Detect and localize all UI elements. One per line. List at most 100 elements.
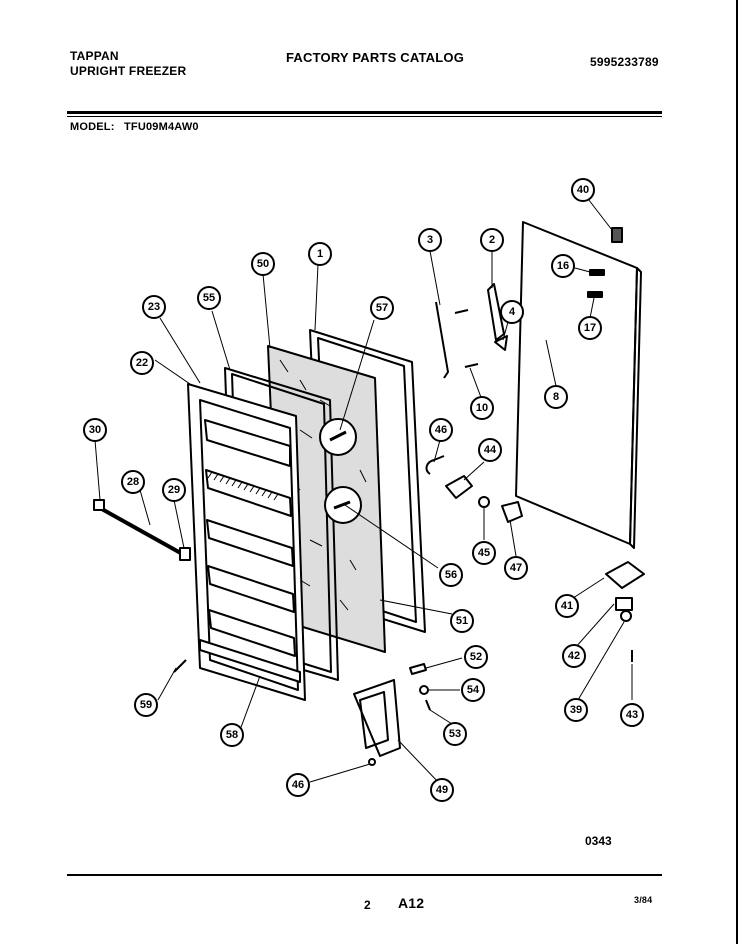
callout-46: 46 (429, 418, 453, 442)
callout-3: 3 (418, 228, 442, 252)
handle-bracket-4 (494, 335, 508, 351)
callout-label: 52 (470, 651, 482, 663)
callout-54: 54 (461, 678, 485, 702)
header-rule (67, 111, 662, 114)
bottom-trim (199, 639, 301, 683)
callout-label: 50 (257, 258, 269, 270)
callout-51: 51 (450, 609, 474, 633)
callout-label: 29 (168, 484, 180, 496)
callout-40: 40 (571, 178, 595, 202)
callout-label: 30 (89, 424, 101, 436)
callout-59: 59 (134, 693, 158, 717)
inner-door-liner (187, 383, 306, 701)
part-54 (419, 685, 429, 695)
header-rule-thin (67, 116, 662, 117)
page-number: 2 (364, 898, 371, 912)
door-shelves (204, 419, 296, 657)
drawing-code: 0343 (585, 834, 612, 848)
screw-59 (173, 659, 187, 673)
callout-17: 17 (578, 316, 602, 340)
shelf-bar-28 (99, 506, 187, 558)
screw-53 (425, 699, 431, 711)
callout-50: 50 (251, 252, 275, 276)
door-label-17 (587, 291, 603, 298)
callout-label: 46 (435, 424, 447, 436)
callout-2: 2 (480, 228, 504, 252)
callout-label: 8 (553, 391, 559, 403)
callout-53: 53 (443, 722, 467, 746)
callout-23: 23 (142, 295, 166, 319)
callout-label: 54 (467, 684, 480, 696)
leader-lines (94, 194, 633, 785)
callout-30: 30 (83, 418, 107, 442)
callout-56: 56 (439, 563, 463, 587)
callout-1: 1 (308, 242, 332, 266)
section-code: A12 (398, 895, 425, 911)
hinge-42 (615, 597, 633, 611)
callout-label: 39 (570, 704, 582, 716)
revision-date: 3/84 (634, 895, 653, 905)
callout-label: 10 (476, 402, 488, 414)
catalog-number: 5995233789 (590, 55, 659, 69)
callout-58: 58 (220, 723, 244, 747)
callout-8: 8 (544, 385, 568, 409)
callout-label: 41 (561, 600, 573, 612)
callout-44: 44 (478, 438, 502, 462)
callout-label: 28 (127, 476, 139, 488)
callout-28: 28 (121, 470, 145, 494)
callout-label: 40 (577, 184, 589, 196)
screw-46-lower (368, 758, 376, 766)
callout-46: 46 (286, 773, 310, 797)
callout-22: 22 (130, 351, 154, 375)
callout-label: 58 (226, 729, 238, 741)
shelf-clip-29 (179, 547, 191, 561)
callout-label: 47 (510, 562, 522, 574)
brand-name: TAPPAN (70, 49, 119, 63)
callout-57: 57 (370, 296, 394, 320)
page-frame-edge (736, 0, 738, 944)
callout-16: 16 (551, 254, 575, 278)
lock-body-44 (445, 475, 473, 499)
callout-label: 44 (484, 444, 497, 456)
callout-label: 23 (148, 301, 160, 313)
callout-bubbles: 40 16 17 3 2 4 8 10 1 50 57 55 23 22 30 28 29 46 44 45 47 56 5… (83, 178, 644, 802)
hinge-pin-top (611, 227, 623, 243)
callout-42: 42 (562, 644, 586, 668)
shelf-grille (207, 471, 279, 501)
callout-label: 17 (584, 322, 596, 334)
callout-label: 51 (456, 615, 468, 627)
callout-52: 52 (464, 645, 488, 669)
callout-label: 45 (478, 547, 490, 559)
lock-washer-45 (478, 496, 490, 508)
catalog-title: FACTORY PARTS CATALOG (286, 50, 465, 65)
door-label-16 (589, 269, 605, 276)
callout-label: 49 (436, 784, 448, 796)
callout-label: 3 (427, 234, 433, 246)
model-label: MODEL: (70, 121, 115, 133)
callout-label: 22 (136, 357, 148, 369)
callout-55: 55 (197, 286, 221, 310)
hinge-41 (605, 561, 645, 589)
product-type: UPRIGHT FREEZER (70, 64, 187, 78)
callout-47: 47 (504, 556, 528, 580)
callout-label: 43 (626, 709, 638, 721)
lock-key-47 (501, 501, 523, 523)
callout-label: 56 (445, 569, 457, 581)
callout-label: 46 (292, 779, 304, 791)
handle-3 (435, 301, 449, 379)
callout-45: 45 (472, 541, 496, 565)
callout-10: 10 (470, 396, 494, 420)
callout-label: 2 (489, 234, 495, 246)
callout-label: 59 (140, 699, 152, 711)
callout-39: 39 (564, 698, 588, 722)
footer-rule (67, 874, 662, 876)
callout-43: 43 (620, 703, 644, 727)
callout-41: 41 (555, 594, 579, 618)
callout-4: 4 (500, 300, 524, 324)
shelf-clip-30 (93, 499, 105, 511)
callout-49: 49 (430, 778, 454, 802)
model-number: TFU09M4AW0 (124, 121, 199, 133)
hinge-bushing-39 (620, 610, 632, 622)
callout-29: 29 (162, 478, 186, 502)
